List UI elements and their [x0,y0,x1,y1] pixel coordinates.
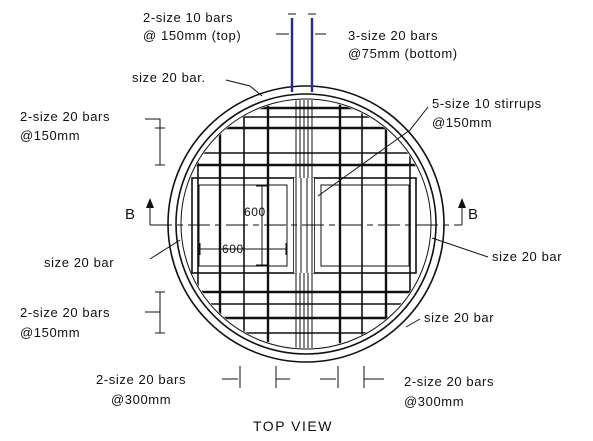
label-top-right-1: 3-size 20 bars [348,28,438,43]
label-left-upper-1: 2-size 20 bars [20,109,110,124]
label-dim-vertical: 600 [244,205,266,219]
label-top-right-2: @75mm (bottom) [348,46,458,61]
label-size20-right: size 20 bar [492,249,562,264]
label-bottom-right-1: 2-size 20 bars [404,374,494,389]
label-dim-horizontal: 600 [222,242,244,256]
label-stirrups-2: @150mm [432,115,492,130]
label-left-lower-1: 2-size 20 bars [20,305,110,320]
label-bottom-right-2: @300mm [404,394,464,409]
section-arrow-right-icon [458,198,466,208]
label-left-lower-2: @150mm [20,325,80,340]
section-arrow-left-icon [146,198,154,208]
label-section-right: B [468,206,479,223]
caption-top-view: TOP VIEW [253,418,333,434]
label-bottom-left-2: @300mm [111,392,171,407]
label-bottom-left-1: 2-size 20 bars [96,372,186,387]
label-top-left-2: @ 150mm (top) [143,28,241,43]
inner-wall-circle [175,93,437,355]
inner-bar-circle [180,98,432,350]
label-section-left: B [125,206,136,223]
label-top-left-1: 2-size 10 bars [143,10,233,25]
label-size20-top: size 20 bar. [132,70,206,85]
label-size20-lower-right: size 20 bar [424,310,494,325]
label-left-upper-2: @150mm [20,128,80,143]
label-size20-left: size 20 bar [44,255,114,270]
label-stirrups-1: 5-size 10 stirrups [432,96,542,111]
outer-wall-circle [167,85,445,363]
